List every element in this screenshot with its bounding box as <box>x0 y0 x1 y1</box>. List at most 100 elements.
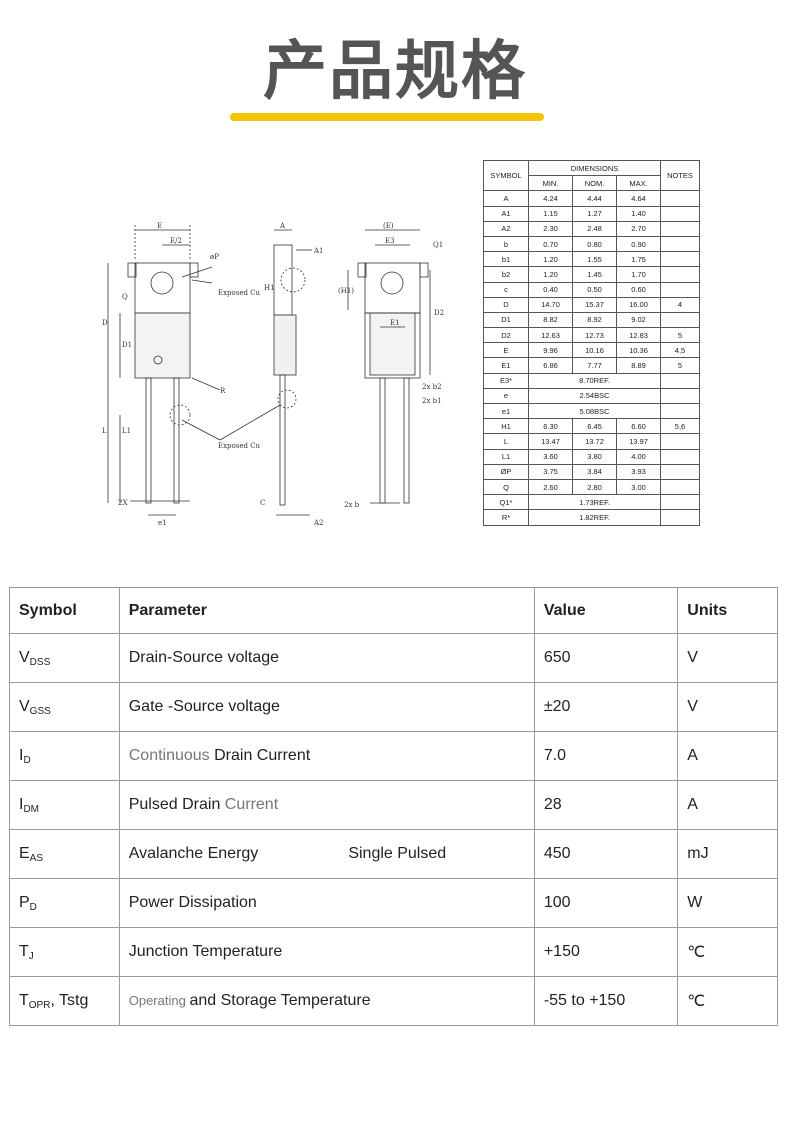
parameter-main: Gate -Source voltage <box>128 698 280 715</box>
dim-notes-cell <box>660 266 700 283</box>
dim-header-dimensions: DIMENSIONS <box>528 159 661 177</box>
spec-units-cell: ℃ <box>677 976 778 1026</box>
dim-notes-cell <box>660 190 700 207</box>
dim-max-cell: 10.36 <box>616 342 661 359</box>
dim-notes-cell <box>660 463 700 480</box>
dim-min-cell: 13.47 <box>528 433 573 450</box>
dim-symbol-cell: L <box>483 433 529 450</box>
dim-notes-cell <box>660 402 700 420</box>
dim-nom-cell: 15.37 <box>572 296 617 313</box>
dim-symbol-cell: L1 <box>483 448 529 465</box>
label-C: C <box>260 499 265 507</box>
side-view <box>273 229 312 516</box>
dim-notes-cell <box>660 509 700 526</box>
label-2xe: 2X <box>118 499 127 507</box>
dim-notes-cell: 5,6 <box>660 418 700 435</box>
dim-nom-cell: 0.80 <box>572 235 617 253</box>
label-A1: A1 <box>313 247 324 255</box>
dim-row: Q1*1.73REF. <box>483 494 700 511</box>
symbol-base: E <box>19 844 30 862</box>
dim-nom-cell: 6.45 <box>572 418 617 435</box>
dim-max-cell: 13.97 <box>616 433 661 450</box>
dim-min-cell: 0.40 <box>528 281 573 298</box>
dim-min-cell: 4.24 <box>528 190 573 207</box>
dim-nom-cell: 3.84 <box>572 463 617 480</box>
dim-nom-cell: 12.73 <box>572 327 617 344</box>
dim-nom-cell: 3.80 <box>572 448 617 465</box>
label-exposed-cu-bottom: Exposed Cu <box>218 442 261 450</box>
dim-min-cell: 0.70 <box>528 235 573 253</box>
spec-value-cell: +150 <box>533 927 679 977</box>
spec-parameter-cell: Gate -Source voltage <box>118 682 535 732</box>
dim-nom-cell: 2.48 <box>572 220 617 237</box>
dim-max-cell: 1.70 <box>616 266 661 283</box>
label-2xb1: 2x b1 <box>422 397 442 405</box>
dim-notes-cell <box>660 387 700 405</box>
dim-symbol-cell: E <box>483 342 529 359</box>
dim-max-cell: 16.00 <box>616 296 661 313</box>
page-title: 产品规格 <box>263 35 527 109</box>
package-outline-drawing: E E/2 øP Exposed Cu Q D D1 L L1 R Expose… <box>100 215 460 535</box>
spec-units-cell: V <box>677 633 778 683</box>
dim-max-cell: 3.00 <box>616 478 661 496</box>
dim-header-symbol: SYMBOL <box>483 159 529 192</box>
dim-nom-cell: 1.45 <box>572 266 617 283</box>
dim-notes-cell: 5 <box>660 357 700 374</box>
spec-value-cell: 650 <box>533 633 679 683</box>
label-Q1: Q1 <box>433 241 443 249</box>
parameter-main: Power Dissipation <box>128 894 257 911</box>
title-underline <box>230 113 544 121</box>
spec-header-units: Units <box>677 587 778 634</box>
dim-symbol-cell: b1 <box>483 251 529 268</box>
dim-header-min: MIN. <box>528 175 573 192</box>
symbol-tail: , Tstg <box>50 991 89 1009</box>
parameter-main: Pulsed Drain <box>128 796 225 813</box>
dim-min-cell: 6.86 <box>528 357 573 374</box>
dim-row: R*1.82REF. <box>483 509 700 526</box>
label-back-E: (E) <box>383 222 394 230</box>
label-L1: L1 <box>122 427 131 435</box>
spec-symbol-cell: IDM <box>9 780 120 830</box>
dim-nom-cell: 4.44 <box>572 190 617 207</box>
dim-symbol-cell: b <box>483 235 529 253</box>
dim-notes-cell: 5 <box>660 327 700 344</box>
spec-value-cell: 100 <box>533 878 679 928</box>
dim-nom-cell: 13.72 <box>572 433 617 450</box>
spec-symbol-cell: TJ <box>9 927 120 977</box>
spec-value-cell: ±20 <box>533 682 679 732</box>
dim-symbol-cell: ØP <box>483 463 529 480</box>
dim-max-cell: 12.83 <box>616 327 661 344</box>
dim-notes-cell <box>660 281 700 298</box>
dim-max-cell: 4.00 <box>616 448 661 465</box>
symbol-subscript: D <box>23 754 31 766</box>
parameter-main: Avalanche Energy <box>128 845 259 862</box>
dim-symbol-cell: D2 <box>483 327 529 344</box>
dim-min-cell: 9.96 <box>528 342 573 359</box>
spec-parameter-cell: Power Dissipation <box>118 878 535 928</box>
dim-header-notes: NOTES <box>660 159 700 192</box>
dim-max-cell: 1.40 <box>616 205 661 222</box>
spec-symbol-cell: EAS <box>9 829 120 879</box>
dim-nom-cell: 7.77 <box>572 357 617 374</box>
parameter-main: Junction Temperature <box>128 943 283 960</box>
dim-min-cell: 3.60 <box>528 448 573 465</box>
dim-nom-cell: 2.80 <box>572 478 617 496</box>
parameter-suffix: Current <box>224 796 279 813</box>
dim-max-cell: 2.70 <box>616 220 661 237</box>
dim-nom-cell: 0.50 <box>572 281 617 298</box>
spec-header-value: Value <box>533 587 679 634</box>
symbol-base: T <box>19 991 29 1009</box>
